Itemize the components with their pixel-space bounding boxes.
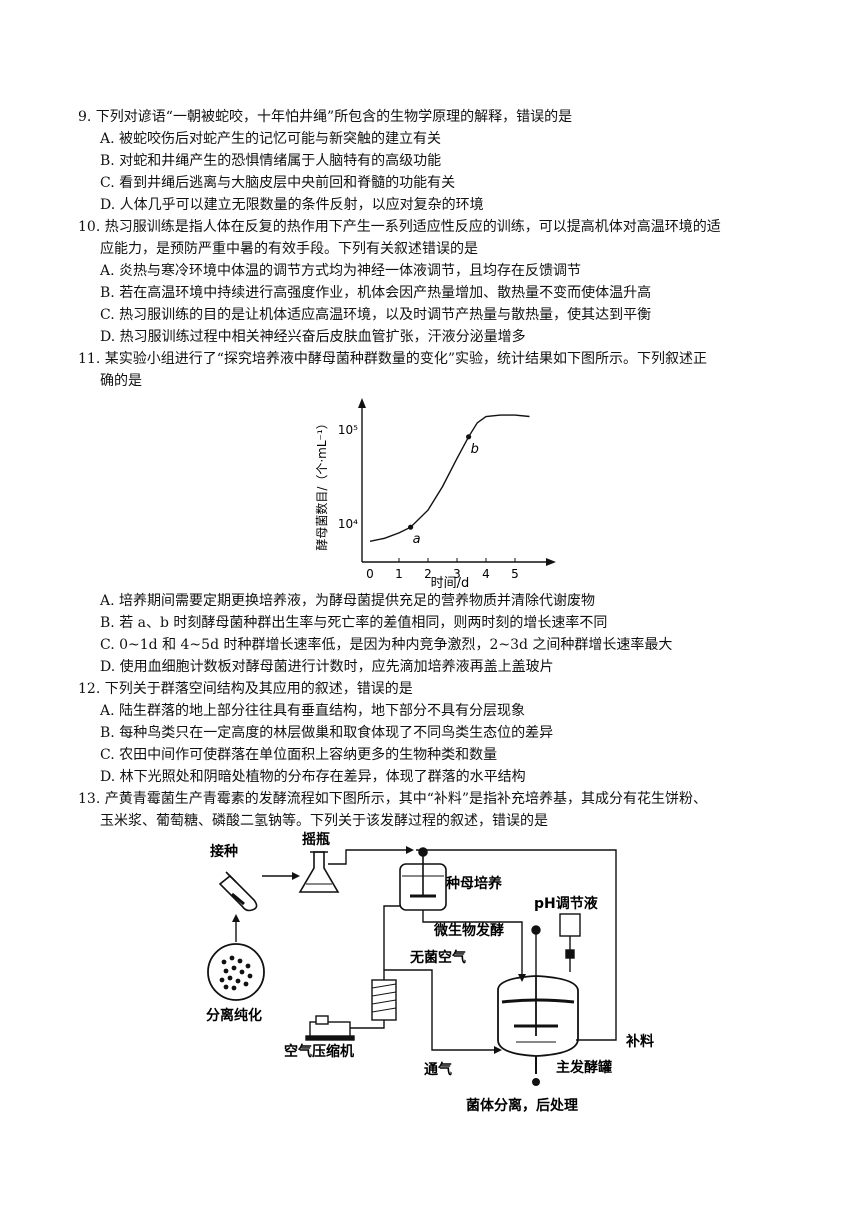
question-10: 10. 热习服训练是指人体在反复的热作用下产生一系列适应性反应的训练，可以提高机… bbox=[78, 216, 798, 348]
point-a bbox=[408, 524, 414, 530]
x-tick-label: 0 bbox=[366, 567, 374, 581]
question-12-option-d: D. 林下光照处和阴暗处植物的分布存在差异，体现了群落的水平结构 bbox=[100, 769, 526, 785]
question-11-stem-line-2: 确的是 bbox=[100, 373, 142, 389]
question-11: 11. 某实验小组进行了“探究培养液中酵母菌种群数量的变化”实验，统计结果如下图… bbox=[78, 348, 798, 392]
x-tick-group: 0 1 2 3 4 5 bbox=[366, 558, 519, 581]
label-main-tank: 主发酵罐 bbox=[556, 1059, 612, 1076]
x-axis-arrow bbox=[546, 558, 556, 566]
question-9-stem: 9. 下列对谚语“一朝被蛇咬，十年怕井绳”所包含的生物学原理的解释，错误的是 bbox=[78, 109, 573, 125]
label-isolation-purification: 分离纯化 bbox=[206, 1007, 262, 1024]
y-tick-label: 10⁵ bbox=[338, 423, 358, 437]
arrow-dish-to-tube-head bbox=[232, 914, 240, 922]
fermentation-flow-diagram: 接种 摇瓶 种母培养 pH调节液 微生物发酵 无菌空气 分离纯化 空气压缩机 通… bbox=[206, 831, 654, 1114]
line-flask-to-seed bbox=[328, 849, 408, 865]
arrow-flask-to-seed-head bbox=[406, 846, 414, 854]
arrow-aeration-head bbox=[494, 1046, 502, 1054]
label-air-compressor: 空气压缩机 bbox=[284, 1043, 354, 1060]
question-11-stem-line-1: 11. 某实验小组进行了“探究培养液中酵母菌种群数量的变化”实验，统计结果如下图… bbox=[78, 351, 708, 367]
arrow-tube-to-flask-head bbox=[292, 872, 300, 880]
label-sterile-air: 无菌空气 bbox=[409, 949, 466, 966]
point-label-a: a bbox=[413, 532, 421, 547]
question-12-option-c: C. 农田中间作可使群落在单位面积上容纳更多的生物种类和数量 bbox=[100, 747, 498, 763]
point-group: ab bbox=[408, 434, 479, 547]
y-tick-label: 10⁴ bbox=[338, 517, 358, 531]
line-sterile-air-to-seed bbox=[383, 905, 400, 970]
shake-flask-icon bbox=[298, 851, 340, 893]
question-9-option-c: C. 看到井绳后逃离与大脑皮层中央前回和脊髓的功能有关 bbox=[100, 175, 456, 191]
point-b bbox=[466, 434, 472, 440]
label-ph-solution: pH调节液 bbox=[534, 895, 599, 912]
outlet-icon bbox=[532, 1056, 540, 1086]
question-10-option-c: C. 热习服训练的目的是让机体适应高温环境，以及时调节产热量与散热量，使其达到平… bbox=[100, 307, 652, 323]
question-10-stem-line-1: 10. 热习服训练是指人体在反复的热作用下产生一系列适应性反应的训练，可以提高机… bbox=[78, 219, 721, 235]
label-separation: 菌体分离，后处理 bbox=[466, 1097, 578, 1114]
question-13-stem-line-1: 13. 产黄青霉菌生产青霉素的发酵流程如下图所示，其中“补料”是指补充培养基，其… bbox=[78, 791, 708, 807]
petri-dish-icon bbox=[207, 943, 265, 1001]
question-10-stem-line-2: 应能力，是预防严重中暑的有效手段。下列有关叙述错误的是 bbox=[100, 241, 478, 257]
question-12-stem: 12. 下列关于群落空间结构及其应用的叙述，错误的是 bbox=[78, 681, 413, 697]
question-11-option-b: B. 若 a、b 时刻酵母菌种群出生率与死亡率的差值相同，则两时刻的增长速率不同 bbox=[100, 615, 608, 631]
air-compressor-icon bbox=[305, 1015, 355, 1041]
label-inoculate: 接种 bbox=[210, 843, 238, 860]
question-12-option-b: B. 每种鸟类只在一定高度的林层做巢和取食体现了不同鸟类生态位的差异 bbox=[100, 725, 554, 741]
x-tick-label: 5 bbox=[511, 567, 519, 581]
test-tube-icon bbox=[218, 871, 258, 912]
seed-tank-icon bbox=[399, 847, 447, 911]
question-11-option-d: D. 使用血细胞计数板对酵母菌进行计数时，应先滴加培养液再盖上盖玻片 bbox=[100, 659, 554, 675]
question-9-option-b: B. 对蛇和井绳产生的恐惧情绪属于人脑特有的高级功能 bbox=[100, 153, 442, 169]
question-12: 12. 下列关于群落空间结构及其应用的叙述，错误的是 A. 陆生群落的地上部分往… bbox=[78, 678, 798, 788]
point-label-b: b bbox=[471, 442, 479, 457]
question-11-option-a: A. 培养期间需要定期更换培养液，为酵母菌提供充足的营养物质并清除代谢废物 bbox=[100, 593, 596, 609]
line-compressor-to-filter bbox=[350, 1020, 385, 1029]
line-filter-to-air bbox=[383, 969, 496, 1051]
x-axis-label: 时间/d bbox=[431, 576, 470, 591]
line-seed-to-main bbox=[422, 910, 523, 976]
label-feeding: 补料 bbox=[625, 1033, 654, 1050]
y-tick-group: 10⁴ 10⁵ bbox=[338, 423, 358, 531]
label-microbial-fermentation: 微生物发酵 bbox=[433, 922, 504, 939]
label-shake-flask: 摇瓶 bbox=[302, 831, 330, 848]
question-9-option-d: D. 人体几乎可以建立无限数量的条件反射，以应对复杂的环境 bbox=[100, 197, 484, 213]
main-tank-icon bbox=[497, 975, 579, 1057]
x-tick-label: 1 bbox=[395, 567, 403, 581]
y-axis-label: 酵母菌数目/（个·mL⁻¹） bbox=[314, 417, 329, 550]
x-tick-label: 4 bbox=[482, 567, 490, 581]
question-9: 9. 下列对谚语“一朝被蛇咬，十年怕井绳”所包含的生物学原理的解释，错误的是 A… bbox=[78, 106, 798, 216]
ph-bottle-icon bbox=[559, 913, 581, 972]
line-feeding bbox=[416, 849, 617, 1041]
x-tick-label: 2 bbox=[424, 567, 432, 581]
question-12-option-a: A. 陆生群落的地上部分往往具有垂直结构，地下部分不具有分层现象 bbox=[100, 703, 526, 719]
question-10-option-b: B. 若在高温环境中持续进行高强度作业，机体会因产热量增加、散热量不变而使体温升… bbox=[100, 285, 652, 301]
probe-icon bbox=[531, 925, 541, 976]
question-10-option-d: D. 热习服训练过程中相关神经兴奋后皮肤血管扩张，汗液分泌量增多 bbox=[100, 329, 526, 345]
label-aeration: 通气 bbox=[424, 1061, 452, 1078]
question-13-stem-line-2: 玉米浆、葡萄糖、磷酸二氢钠等。下列关于该发酵过程的叙述，错误的是 bbox=[100, 813, 548, 829]
population-curve bbox=[369, 414, 530, 542]
x-tick-label: 3 bbox=[453, 567, 461, 581]
question-10-option-a: A. 炎热与寒冷环境中体温的调节方式均为神经一体液调节，且均存在反馈调节 bbox=[100, 263, 582, 279]
question-9-option-a: A. 被蛇咬伤后对蛇产生的记忆可能与新突触的建立有关 bbox=[100, 131, 442, 147]
y-axis-arrow bbox=[358, 398, 366, 408]
label-seed-culture: 种母培养 bbox=[445, 875, 503, 892]
question-11-options: A. 培养期间需要定期更换培养液，为酵母菌提供充足的营养物质并清除代谢废物 B.… bbox=[78, 590, 798, 678]
question-11-option-c: C. 0~1d 和 4~5d 时种群增长速率低，是因为种内竞争激烈，2~3d 之… bbox=[100, 637, 673, 653]
question-13: 13. 产黄青霉菌生产青霉素的发酵流程如下图所示，其中“补料”是指补充培养基，其… bbox=[78, 788, 798, 832]
